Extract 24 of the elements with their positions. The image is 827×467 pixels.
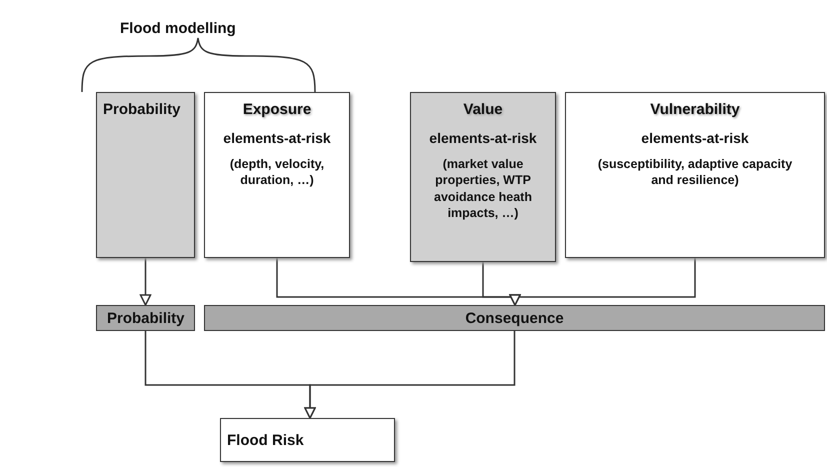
concept-box [204, 92, 350, 258]
box-subheading: elements-at-risk [641, 130, 749, 146]
box-subheading: elements-at-risk [223, 130, 331, 146]
arrow [304, 331, 516, 419]
concept-box [96, 92, 195, 258]
arrow [509, 258, 696, 306]
concept-box [565, 92, 825, 258]
box-heading: Exposure [242, 101, 312, 118]
box-note: (susceptibility, adaptive capacity and resilience) [596, 156, 794, 188]
concept-box [220, 418, 395, 462]
category-band [96, 305, 195, 331]
box-heading: Probability [107, 310, 185, 326]
arrow [140, 258, 152, 306]
box-note: (depth, velocity, duration, …) [228, 156, 326, 188]
category-band [204, 305, 825, 331]
box-subheading: elements-at-risk [429, 130, 537, 146]
box-heading: Value [463, 101, 503, 118]
group-heading: Flood modelling [120, 20, 236, 37]
box-heading: Consequence [465, 310, 564, 326]
box-heading: Probability [103, 101, 181, 118]
concept-box [410, 92, 556, 262]
box-note: (market value properties, WTP avoidance heath impacts, …) [433, 156, 533, 221]
box-heading: Vulnerability [650, 101, 740, 118]
box-heading: Flood Risk [227, 432, 304, 448]
